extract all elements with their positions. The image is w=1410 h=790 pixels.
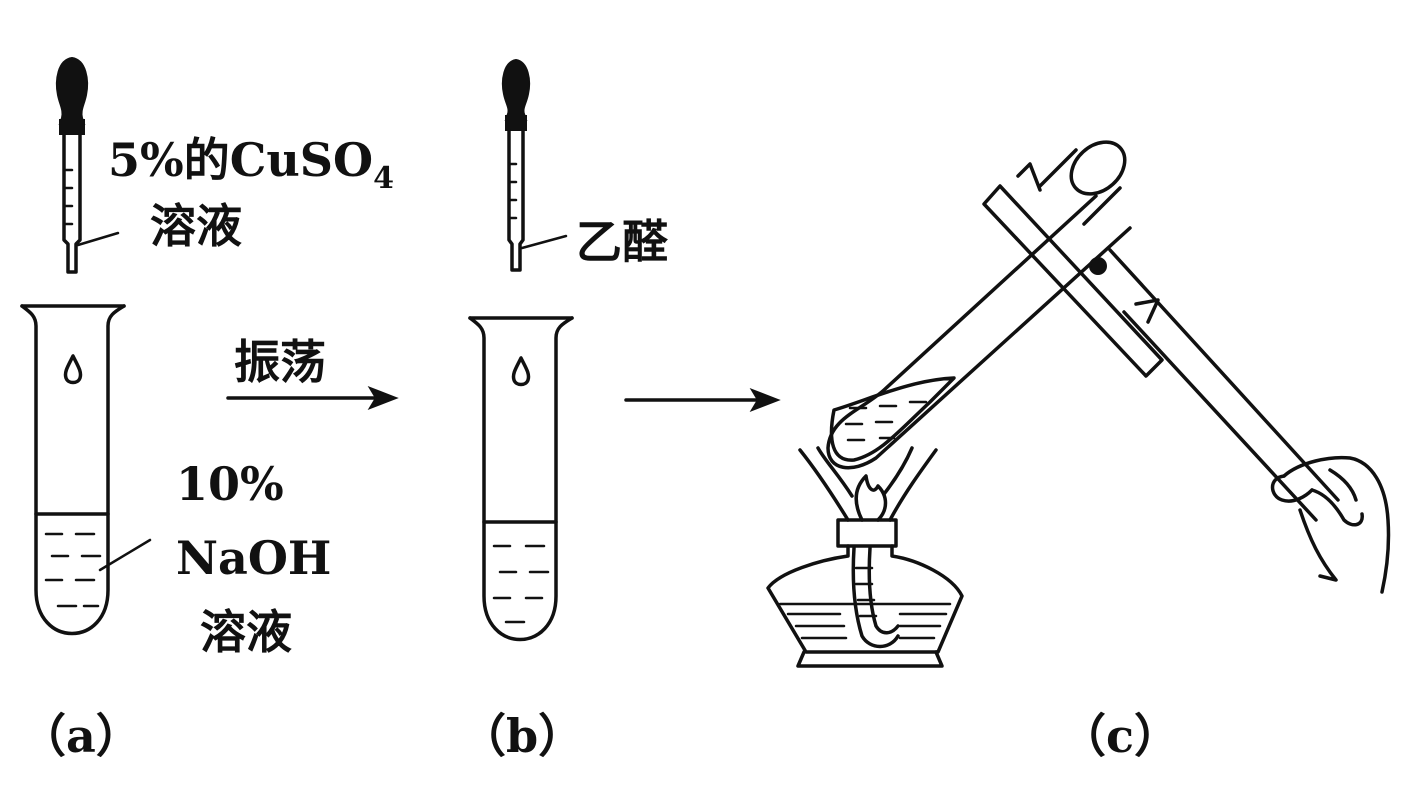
test-tube-b (468, 316, 574, 642)
hand-icon (1270, 455, 1391, 594)
dropper-a-collar (59, 119, 85, 135)
caption-b: （b） (460, 709, 584, 763)
arrow-ab-head (367, 386, 399, 410)
heated-test-tube (826, 140, 1132, 470)
flame-icon (854, 474, 888, 522)
test-tube-a (20, 304, 152, 636)
dropper-b (501, 58, 568, 272)
droplet-icon (511, 356, 531, 387)
dropper-a (55, 56, 120, 274)
tube-a-leader (98, 538, 152, 572)
caption-a: （a） (20, 709, 142, 763)
alcohol-lamp (766, 446, 964, 668)
dropper-a-tube (62, 132, 82, 274)
droplet-icon (63, 354, 83, 385)
lamp-wick-holder (836, 518, 898, 548)
naoh-label-line2: NaOH (176, 531, 331, 585)
dropper-b-leader (520, 234, 568, 250)
naoh-label-line3: 溶液 (200, 605, 292, 659)
panel-a: 5%的CuSO4 溶液 10% NaOH 溶液 （a） (20, 56, 394, 763)
dropper-a-leader (76, 231, 120, 247)
arrow-bc-head (749, 388, 781, 412)
panel-b: 乙醛 （b） (460, 58, 668, 763)
heated-tube-liquid (829, 376, 956, 462)
arrow-b-to-c (624, 388, 781, 412)
clamp-pivot (1089, 257, 1107, 275)
tube-mouth (1069, 140, 1127, 196)
lamp-wick (851, 546, 900, 649)
dropper-b-bulb (501, 58, 531, 121)
naoh-label-line1: 10% (176, 457, 284, 511)
acetaldehyde-label: 乙醛 (576, 215, 668, 269)
caption-c: （c） (1060, 709, 1180, 763)
shake-label: 振荡 (234, 335, 326, 389)
dropper-a-bulb (55, 56, 89, 125)
panel-c: （c） (766, 140, 1391, 763)
dropper-b-collar (505, 115, 527, 131)
clamp-jaw (982, 184, 1164, 378)
dropper-b-tube (507, 128, 525, 272)
cuso4-label-line2: 溶液 (150, 199, 242, 253)
lamp-body (766, 544, 964, 654)
cuso4-label: 5%的CuSO4 (108, 133, 394, 196)
test-tube-clamp (982, 162, 1340, 522)
arrow-a-to-b: 振荡 (226, 335, 399, 410)
